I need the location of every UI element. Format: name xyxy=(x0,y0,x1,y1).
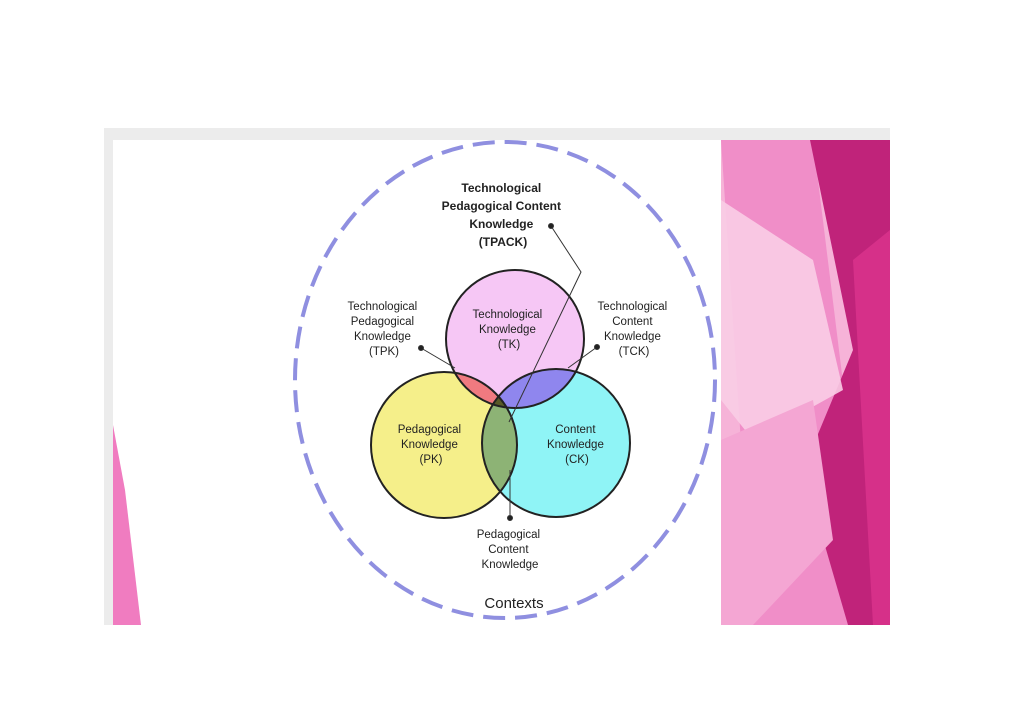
tk-line-2: Knowledge xyxy=(479,324,536,336)
tpack-line-3: Knowledge xyxy=(469,217,533,231)
pk-outline xyxy=(370,371,518,519)
tpk-line-4: (TPK) xyxy=(369,346,399,358)
pck-dot xyxy=(507,515,513,521)
contexts-ring xyxy=(293,140,717,620)
tpk-line-2: Pedagogical xyxy=(351,316,414,328)
pk-label: Pedagogical Knowledge (PK) xyxy=(398,424,465,466)
pck-line-2: Content xyxy=(488,544,529,556)
tpack-label: Technological Pedagogical Content Knowle… xyxy=(442,181,565,249)
pk-line-2: Knowledge xyxy=(401,439,458,451)
slide: Technological Pedagogical Content Knowle… xyxy=(104,128,890,625)
tck-overlap xyxy=(482,369,584,408)
pck-label: Pedagogical Content Knowledge xyxy=(477,529,544,571)
tpk-label: Technological Pedagogical Knowledge (TPK… xyxy=(348,301,421,358)
tpack-diagram: Technological Pedagogical Content Knowle… xyxy=(113,140,890,625)
tpk-dot xyxy=(418,345,424,351)
ck-outline xyxy=(481,368,631,518)
tpack-leader xyxy=(508,225,582,423)
tck-line-4: (TCK) xyxy=(619,346,650,358)
contexts-label: Contexts xyxy=(484,595,543,612)
tk-line-3: (TK) xyxy=(498,339,521,351)
tpack-line-1: Technological xyxy=(461,181,541,195)
tck-label: Technological Content Knowledge (TCK) xyxy=(598,301,671,358)
tk-outline xyxy=(445,269,585,409)
ck-label: Content Knowledge (CK) xyxy=(547,424,607,466)
tpk-line-3: Knowledge xyxy=(354,331,411,343)
tck-leader xyxy=(567,346,598,369)
pck-line-1: Pedagogical xyxy=(477,529,540,541)
slide-canvas: Technological Pedagogical Content Knowle… xyxy=(113,140,890,625)
ck-line-3: (CK) xyxy=(565,454,589,466)
decorative-shard-left xyxy=(113,425,141,625)
tpack-line-2: Pedagogical Content xyxy=(442,199,561,213)
tck-line-2: Content xyxy=(612,316,653,328)
tck-line-1: Technological xyxy=(598,301,668,313)
pk-line-3: (PK) xyxy=(420,454,443,466)
ck-line-1: Content xyxy=(555,424,596,436)
ck-line-2: Knowledge xyxy=(547,439,604,451)
tpk-leader xyxy=(420,347,456,369)
tck-dot xyxy=(594,344,600,350)
tpack-dot xyxy=(548,223,554,229)
tck-line-3: Knowledge xyxy=(604,331,661,343)
tk-line-1: Technological xyxy=(473,309,543,321)
pk-line-1: Pedagogical xyxy=(398,424,461,436)
tpack-line-4: (TPACK) xyxy=(479,235,527,249)
decorative-shards-right xyxy=(721,140,890,625)
tk-label: Technological Knowledge (TK) xyxy=(473,309,546,351)
tpk-line-1: Technological xyxy=(348,301,418,313)
pk-circle xyxy=(371,372,517,518)
pck-line-3: Knowledge xyxy=(482,559,539,571)
